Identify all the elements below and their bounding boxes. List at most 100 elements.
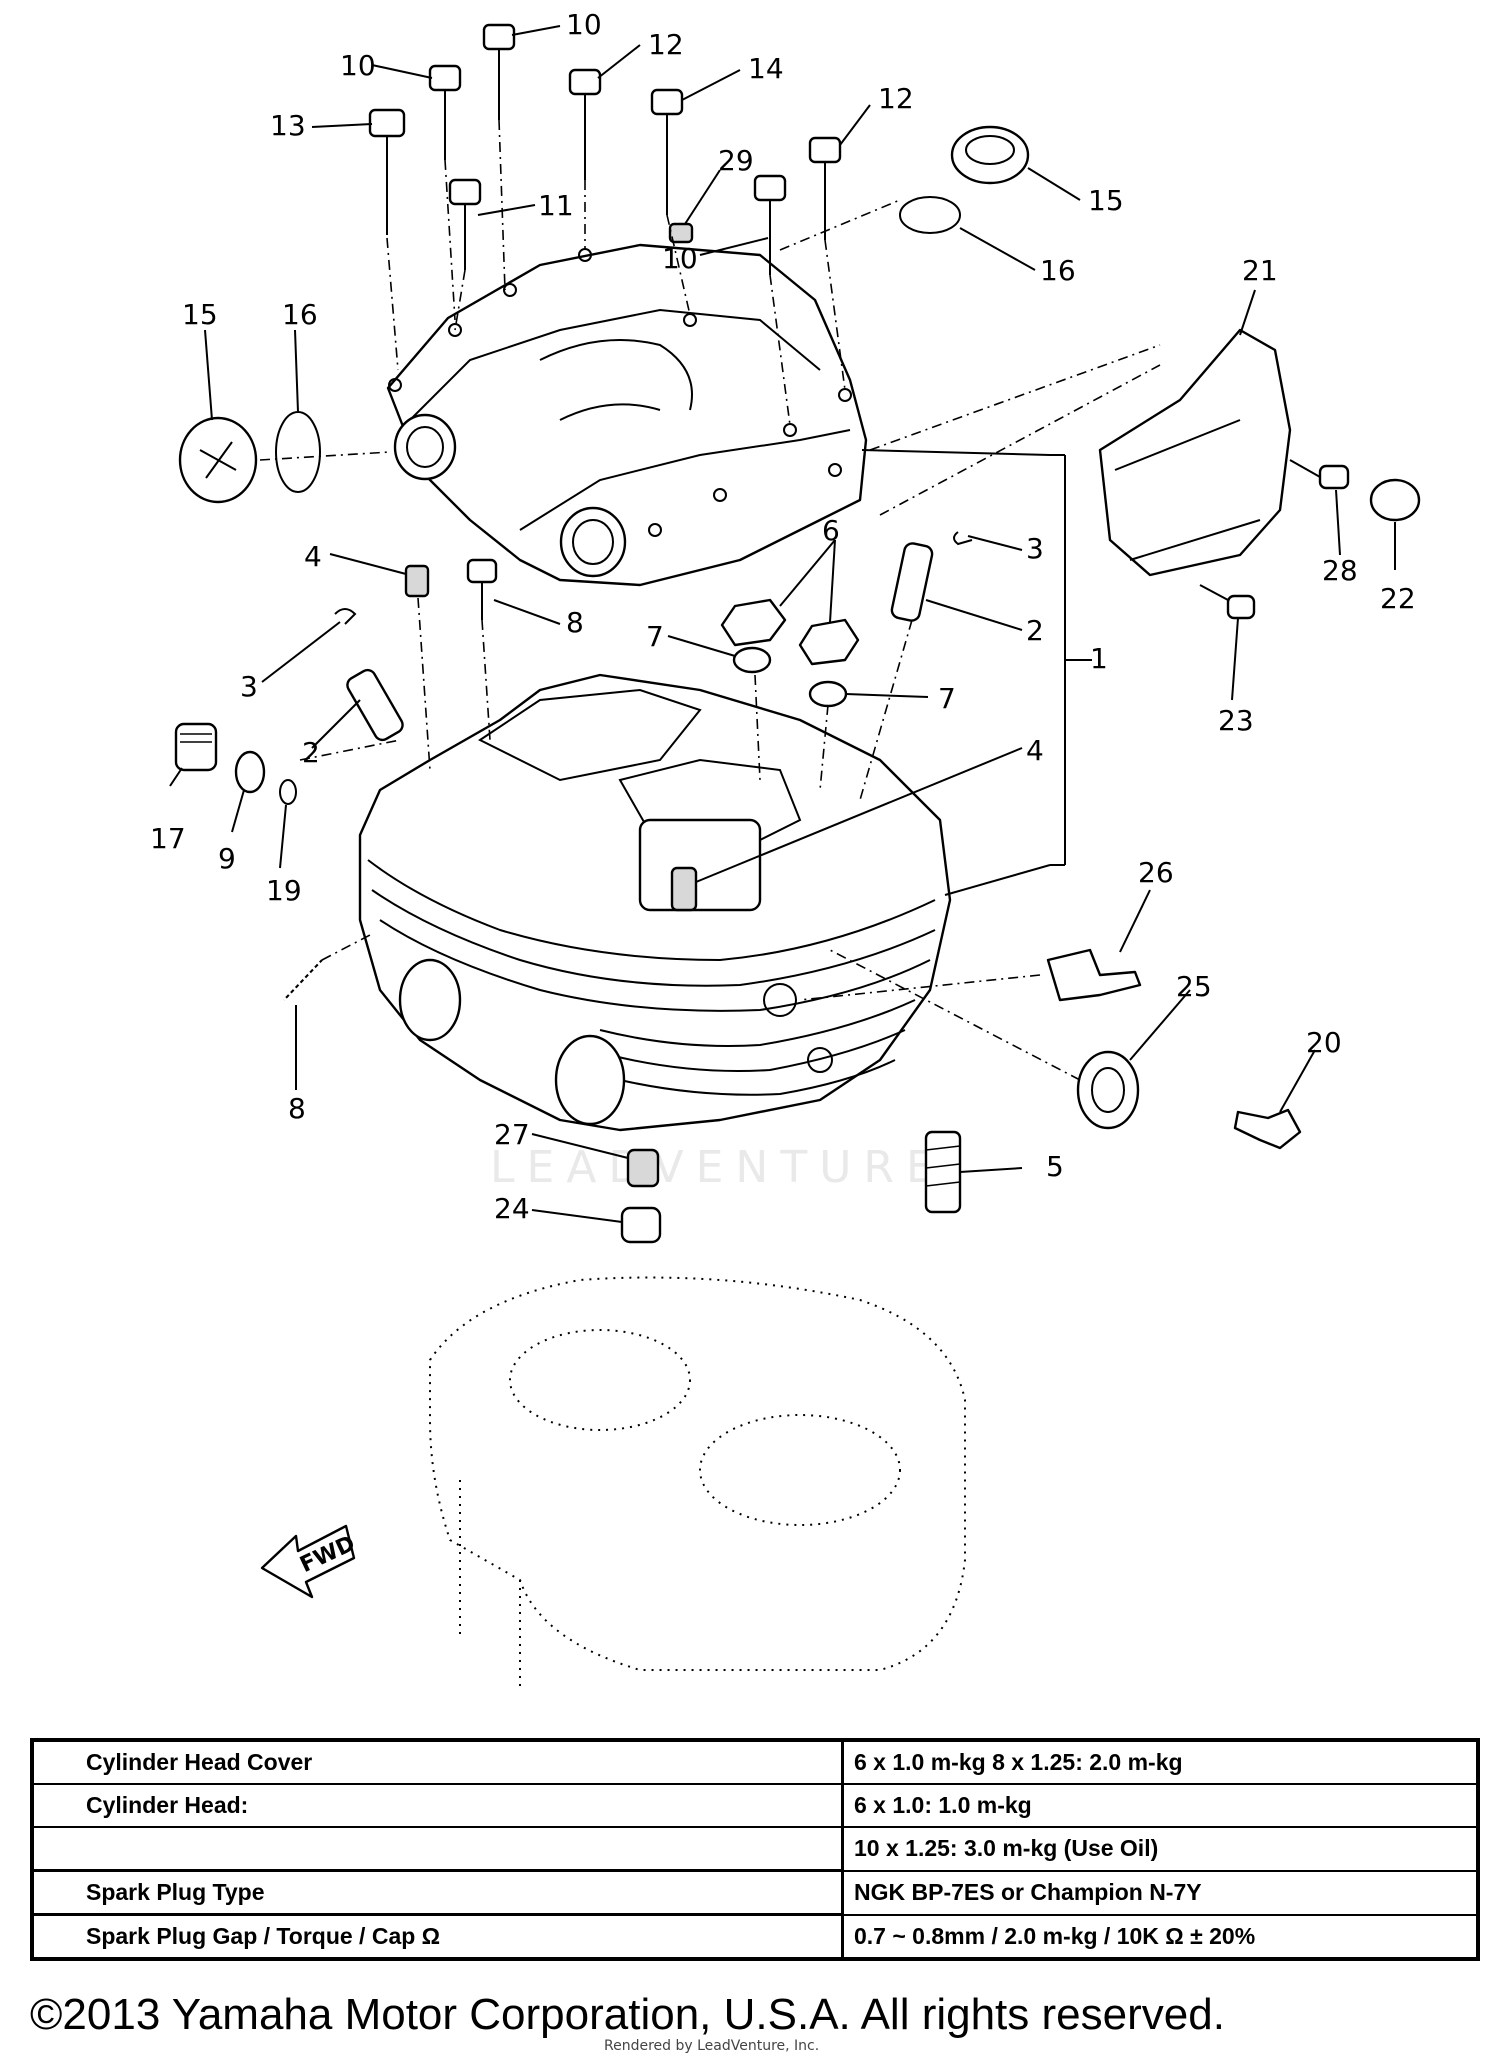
callout-29: 29 [718, 144, 754, 177]
callout-8-top: 8 [566, 606, 584, 639]
callout-17: 17 [150, 822, 186, 855]
clip-3-right [953, 531, 973, 546]
table-row: Cylinder Head: 6 x 1.0: 1.0 m-kg [31, 1783, 1479, 1828]
callout-26: 26 [1138, 856, 1174, 889]
bolts [174, 23, 1421, 1244]
spec-value: 6 x 1.0: 1.0 m-kg [841, 1783, 1479, 1828]
collar-28 [620, 1206, 662, 1244]
torque-spec-table: Cylinder Head Cover 6 x 1.0 m-kg 8 x 1.2… [30, 1738, 1480, 1961]
valve-20 [1233, 1108, 1302, 1150]
cap-15-right [950, 125, 1030, 185]
spec-label: Spark Plug Type [31, 1869, 844, 1916]
callout-4-top: 4 [304, 540, 322, 573]
callout-23: 23 [1218, 704, 1254, 737]
spec-value: 6 x 1.0 m-kg 8 x 1.25: 2.0 m-kg [841, 1739, 1479, 1785]
spec-label: Spark Plug Gap / Torque / Cap Ω [31, 1913, 844, 1960]
spec-value: NGK BP-7ES or Champion N-7Y [841, 1869, 1479, 1916]
table-row: Spark Plug Type NGK BP-7ES or Champion N… [31, 1869, 1479, 1916]
callout-20: 20 [1306, 1026, 1342, 1059]
o-ring-19 [279, 779, 297, 805]
assembly-lines [259, 119, 1161, 1081]
callout-10c: 10 [662, 242, 698, 275]
seal-25 [1076, 1050, 1140, 1130]
grommet-22 [1369, 478, 1421, 522]
callout-28: 24 [494, 1192, 530, 1225]
callout-15-right: 15 [1088, 184, 1124, 217]
watermark: LEADVENTURE [490, 1142, 946, 1193]
callout-22: 22 [1380, 582, 1416, 615]
callout-5: 5 [1046, 1150, 1064, 1183]
sensor-26 [1046, 948, 1142, 1002]
callout-24: 28 [1322, 554, 1358, 587]
callout-21: 21 [1242, 254, 1278, 287]
callout-25: 25 [1176, 970, 1212, 1003]
o-ring-16-left [275, 411, 321, 493]
spec-label [31, 1826, 844, 1872]
washer-7b [808, 680, 848, 708]
callout-numbers: 10 10 12 14 13 12 29 11 10 15 16 21 15 1… [150, 8, 1416, 1225]
cylinder-head [358, 673, 952, 1132]
callout-16-right: 16 [1040, 254, 1076, 287]
callout-12a: 12 [648, 28, 684, 61]
spec-label: Cylinder Head Cover [31, 1739, 844, 1785]
callout-10a: 10 [566, 8, 602, 41]
cover-21 [1098, 328, 1292, 577]
bolt-14 [650, 88, 684, 215]
callout-8-lower: 9 [218, 842, 236, 875]
bolt-11 [448, 178, 482, 270]
callout-1: 1 [1090, 642, 1108, 675]
copyright-notice: ©2013 Yamaha Motor Corporation, U.S.A. A… [30, 1990, 1225, 2039]
bolt-12a [568, 68, 602, 180]
callout-2-left: 2 [302, 736, 320, 769]
bolt-13 [368, 108, 406, 235]
valve-guide-2-left [346, 668, 404, 742]
forward-arrow-icon: FWD [260, 1524, 359, 1599]
bolt-10b [482, 23, 516, 120]
rendered-by-credit: Rendered by LeadVenture, Inc. [604, 2038, 820, 2054]
callout-13: 13 [270, 109, 306, 142]
callout-6: 6 [822, 514, 840, 547]
spec-value: 0.7 ~ 0.8mm / 2.0 m-kg / 10K Ω ± 20% [841, 1913, 1479, 1960]
clip-3-left [334, 608, 357, 625]
leader-lines [169, 25, 1396, 1223]
dowel-4-lower [670, 866, 698, 912]
spec-label: Cylinder Head: [31, 1783, 844, 1828]
callout-7-left: 7 [646, 620, 664, 653]
cap-15-left [178, 416, 258, 504]
callout-27: 27 [494, 1118, 530, 1151]
cylinder-outline [429, 1276, 966, 1690]
callout-11: 11 [538, 189, 574, 222]
callout-14: 14 [748, 52, 784, 85]
callout-3-right: 3 [1026, 532, 1044, 565]
cylinder-head-cover [386, 243, 868, 587]
callout-12b: 12 [878, 82, 914, 115]
bolt-8 [466, 558, 498, 620]
spring-5 [924, 1130, 962, 1214]
bolt-10c [753, 174, 787, 275]
callout-7-right: 7 [938, 682, 956, 715]
bolt-10a [428, 64, 462, 160]
table-row: 10 x 1.25: 3.0 m-kg (Use Oil) [31, 1826, 1479, 1872]
screw-23 [1199, 584, 1256, 620]
plug-17 [174, 722, 218, 772]
callout-15-left: 15 [182, 298, 218, 331]
callout-16-left: 16 [282, 298, 318, 331]
callout-2-right: 2 [1026, 614, 1044, 647]
dowel-4-top [404, 564, 430, 598]
plug-29 [668, 222, 694, 244]
nut-6b [798, 618, 860, 666]
nut-6a [720, 598, 787, 647]
washer-7a [732, 646, 772, 674]
callout-3-left: 3 [240, 670, 258, 703]
table-row: Cylinder Head Cover 6 x 1.0 m-kg 8 x 1.2… [31, 1739, 1479, 1785]
spec-value: 10 x 1.25: 3.0 m-kg (Use Oil) [841, 1826, 1479, 1872]
stud-9 [281, 957, 325, 1003]
gasket-8 [234, 750, 266, 794]
exploded-parts-diagram: LEADVENTURE [150, 8, 1421, 1690]
table-row: Spark Plug Gap / Torque / Cap Ω 0.7 ~ 0.… [31, 1913, 1479, 1960]
valve-guide-2-right [890, 542, 934, 622]
callout-4-lower: 4 [1026, 734, 1044, 767]
dowel-27 [626, 1148, 660, 1188]
screw-24 [1289, 459, 1350, 490]
callout-9: 8 [288, 1092, 306, 1125]
